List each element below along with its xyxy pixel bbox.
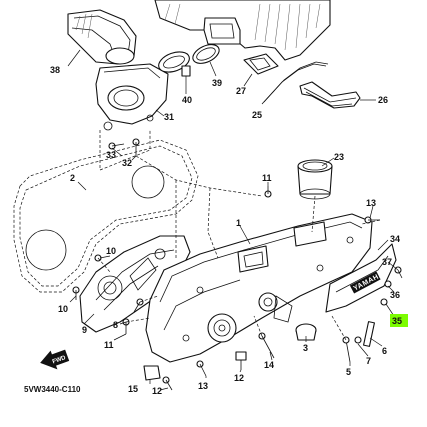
callout-2: 2 (70, 173, 75, 183)
callout-34: 34 (390, 234, 400, 244)
callout-25: 25 (252, 110, 262, 120)
seal-band-part (192, 44, 220, 77)
callout-35: 35 (392, 316, 402, 326)
callout-38: 38 (50, 65, 60, 75)
callout-31: 31 (164, 112, 174, 122)
callout-8: 8 (113, 320, 118, 330)
callout-10-left: 10 (58, 304, 68, 314)
callout-12-left: 12 (152, 386, 162, 396)
callout-11-bottom: 11 (104, 340, 114, 350)
callout-13-bottom: 13 (198, 381, 208, 391)
crankcase-cover-gasket-part (13, 139, 199, 293)
callout-6: 6 (382, 346, 387, 356)
callout-11-top: 11 (262, 173, 272, 183)
callout-37: 37 (382, 257, 392, 267)
breather-hose-part (299, 81, 361, 109)
hose-clamp-part (158, 51, 191, 94)
breather-wire-part (261, 61, 329, 105)
callout-40: 40 (182, 95, 192, 105)
trim-cover-part: YAMAHA (325, 243, 397, 313)
callout-26: 26 (378, 95, 388, 105)
callout-14: 14 (264, 360, 274, 370)
callout-39: 39 (212, 78, 222, 88)
callout-36: 36 (390, 290, 400, 300)
callout-labels: 38 40 39 27 25 26 31 33 32 23 11 2 1 13 … (50, 65, 402, 396)
callout-32: 32 (122, 158, 132, 168)
crankcase-cover-part (145, 213, 373, 363)
callout-9: 9 (82, 325, 87, 335)
duct-seal-part (297, 159, 333, 200)
callout-5: 5 (346, 367, 351, 377)
fwd-label: FWD (52, 355, 68, 366)
fwd-arrow-icon: FWD (40, 349, 70, 370)
bolt-hardware (72, 138, 403, 391)
alignment-lines (97, 130, 381, 341)
callout-3: 3 (303, 343, 308, 353)
carburetor-joint-part (95, 63, 169, 131)
callout-13-right: 13 (366, 198, 376, 208)
plate-part (243, 53, 279, 87)
callout-12-bottom: 12 (234, 373, 244, 383)
callout-35-highlight (390, 314, 408, 327)
catalog-code-label: 5VW3440-C110 (24, 385, 81, 394)
callout-1: 1 (236, 218, 241, 228)
callout-23: 23 (334, 152, 344, 162)
callout-7: 7 (366, 356, 371, 366)
inner-plate-part (79, 235, 191, 333)
intake-duct-part (67, 9, 137, 65)
callout-15: 15 (128, 384, 138, 394)
callout-10-top: 10 (106, 246, 116, 256)
callout-27: 27 (236, 86, 246, 96)
air-box-frame (154, 0, 331, 61)
callout-33: 33 (106, 150, 116, 160)
